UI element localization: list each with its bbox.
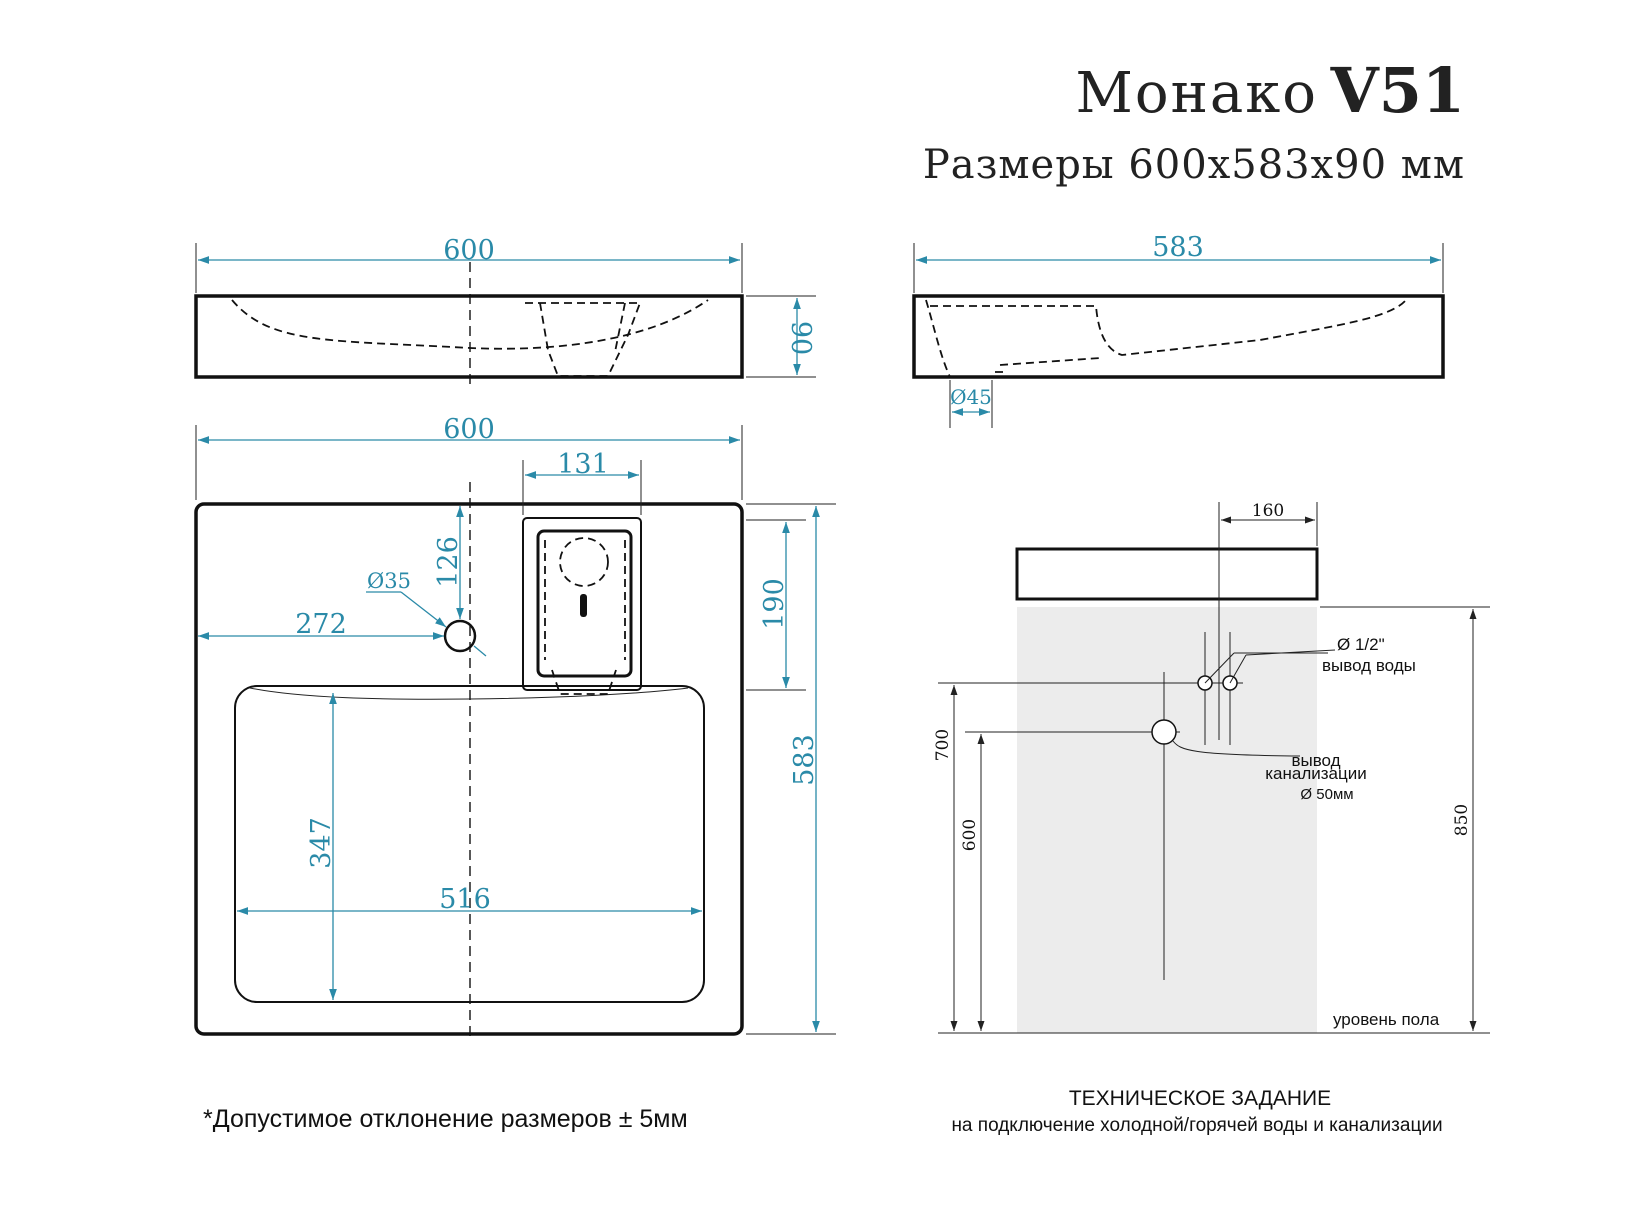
dim-height-600: 600 — [960, 819, 980, 851]
water-label: вывод воды — [1322, 656, 1416, 675]
side-view: 583 Ø45 — [912, 232, 1445, 428]
dim-hole-x: 272 — [295, 609, 347, 640]
dim-offset: 160 — [1252, 501, 1284, 521]
model-code: V51 — [1330, 54, 1465, 127]
dim-total-depth: 583 — [789, 734, 820, 786]
dim-height-700: 700 — [933, 729, 953, 761]
dim-bowl-depth: 347 — [306, 817, 337, 869]
wall-area — [1017, 607, 1317, 1033]
size-caption: Размеры 600х583х90 мм — [923, 142, 1465, 188]
dim-hole-diameter-leader — [400, 591, 447, 628]
faucet-deck-outline — [522, 517, 642, 691]
tech-caption-subtitle: на подключение холодной/горячей воды и к… — [951, 1115, 1442, 1136]
installation-scheme: 160 Ø 1/2" вывод воды вывод канализации … — [933, 501, 1490, 1136]
top-view: 600 131 126 Ø35 272 190 583 347 516 — [194, 414, 836, 1040]
faucet-handle-circle — [559, 537, 609, 587]
dim-drain: Ø45 — [950, 385, 992, 409]
side-bowl-hidden-line — [925, 299, 1407, 378]
faucet-lever — [580, 594, 587, 617]
title-block: Монако V51 Размеры 600х583х90 мм — [923, 54, 1465, 188]
tolerance-note: *Допустимое отклонение размеров ± 5мм — [203, 1105, 688, 1133]
sewer-diameter: Ø 50мм — [1300, 786, 1353, 803]
dim-hole-diameter: Ø35 — [367, 569, 411, 593]
model-name: Монако — [1076, 61, 1318, 126]
front-view-outline — [194, 294, 744, 379]
basin-profile — [1015, 547, 1319, 601]
sewer-label-2: канализации — [1265, 764, 1367, 783]
front-view: 600 90 — [194, 235, 816, 386]
dim-front-height: 90 — [785, 321, 816, 355]
top-view-outline — [194, 502, 744, 1036]
dim-height-850: 850 — [1452, 804, 1472, 836]
floor-label: уровень пола — [1333, 1010, 1440, 1029]
dim-bowl-width: 516 — [439, 884, 491, 915]
front-faucet-hidden-line — [525, 302, 642, 377]
side-view-outline — [912, 294, 1445, 379]
dim-hole-offset: 126 — [433, 536, 464, 588]
tech-caption-title: ТЕХНИЧЕСКОЕ ЗАДАНИЕ — [1069, 1087, 1331, 1110]
sewer-label: вывод — [1291, 751, 1340, 770]
sewer-outlet — [1151, 719, 1177, 745]
faucet — [522, 517, 642, 695]
overflow-hole — [443, 619, 477, 653]
dim-side-depth: 583 — [1152, 232, 1204, 263]
dim-top-width: 600 — [443, 414, 495, 445]
dim-deck-depth: 190 — [759, 578, 790, 630]
dim-faucet-width: 131 — [557, 449, 609, 480]
dim-front-width: 600 — [443, 235, 495, 266]
water-label-size: Ø 1/2" — [1337, 635, 1385, 654]
faucet-hidden-line — [544, 540, 626, 695]
